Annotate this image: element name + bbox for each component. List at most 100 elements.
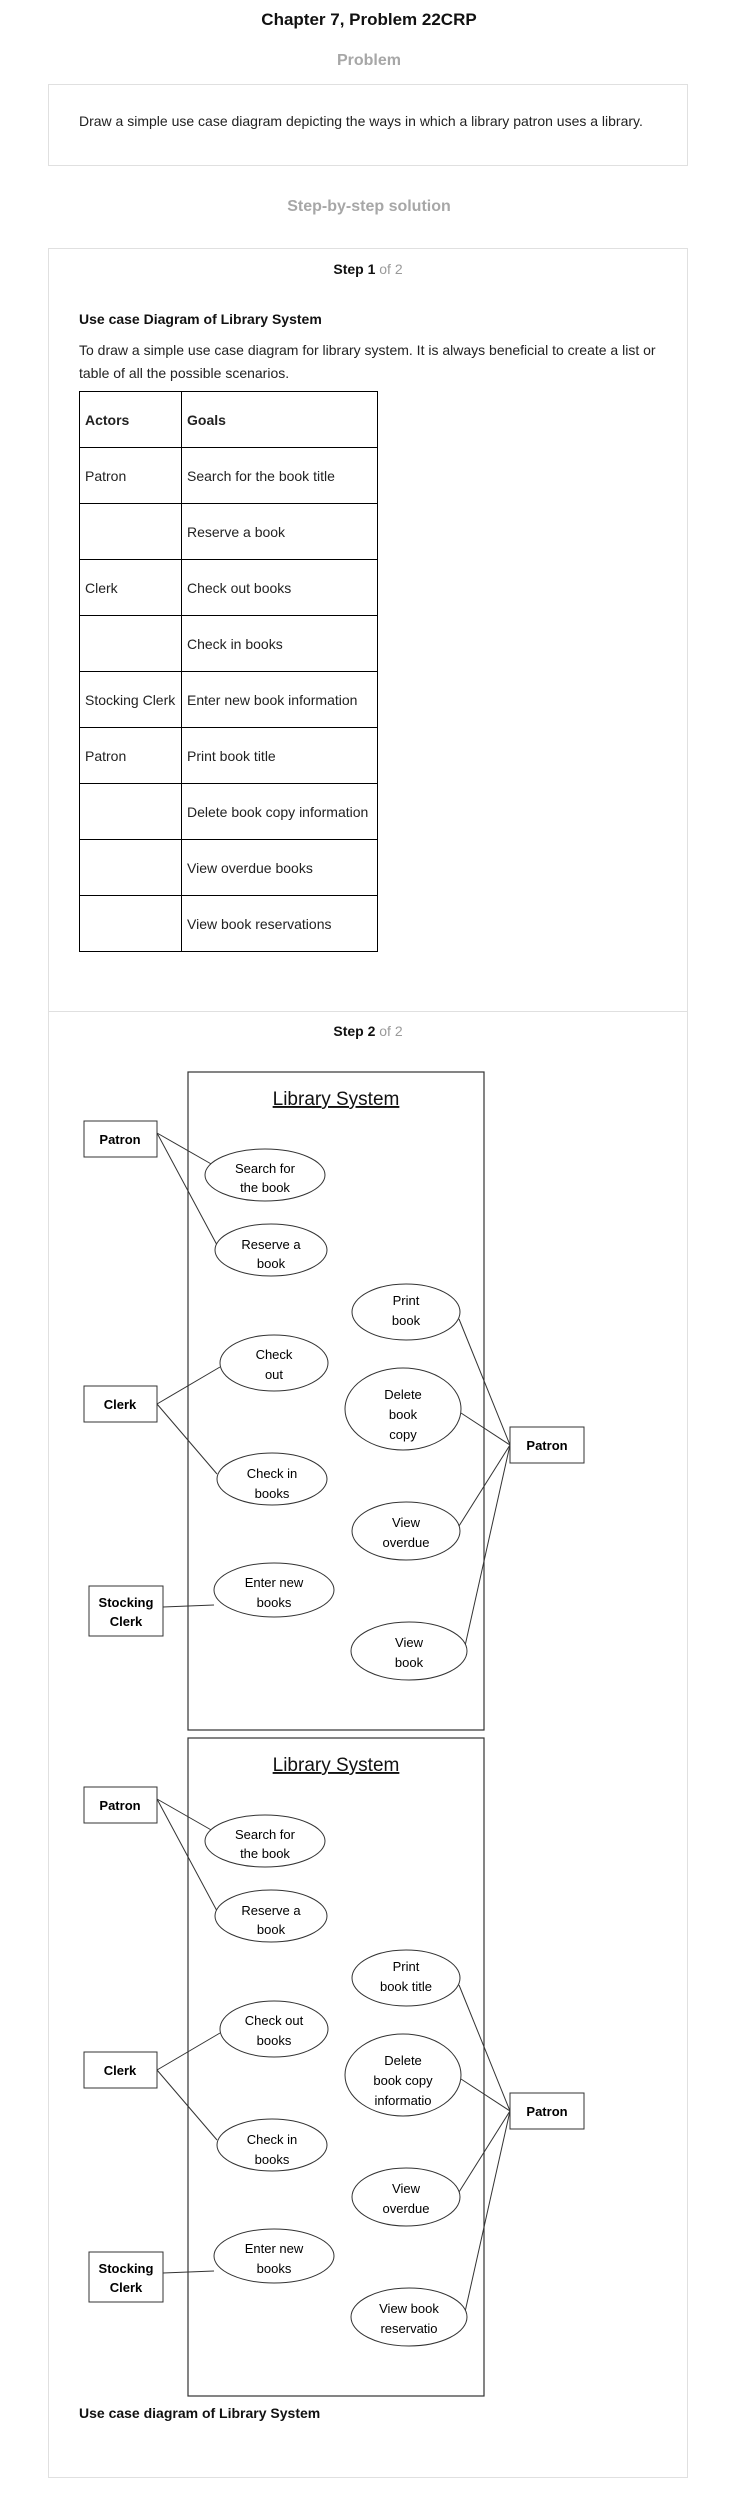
use-case-check-out: Check out	[219, 1334, 329, 1392]
svg-text:copy: copy	[389, 1427, 417, 1442]
svg-text:View: View	[392, 1515, 421, 1530]
actor-clerk: Clerk	[83, 2051, 158, 2089]
actor-label: Clerk	[110, 1614, 143, 1629]
table-row: Delete book copy information	[79, 783, 378, 840]
table-cell-actor: Patron	[79, 727, 182, 784]
table-row: Stocking Clerk Enter new book informatio…	[79, 671, 378, 728]
svg-text:Enter new: Enter new	[245, 1575, 304, 1590]
use-case-search: Search for the book	[204, 1814, 326, 1868]
page-title: Chapter 7, Problem 22CRP	[261, 10, 477, 29]
use-case-check-in: Check in books	[216, 1452, 328, 1506]
association-lines	[156, 1798, 511, 2313]
table-cell-goal: Delete book copy information	[181, 783, 378, 840]
svg-text:View: View	[392, 2181, 421, 2196]
svg-text:book: book	[395, 1655, 424, 1670]
actor-patron-right: Patron	[509, 2092, 585, 2130]
step-1-title: Use case Diagram of Library System	[79, 311, 322, 327]
table-row: Clerk Check out books	[79, 559, 378, 616]
table-cell-actor	[79, 839, 182, 896]
step-1-label: Step 1 of 2	[49, 261, 687, 277]
table-row: View book reservations	[79, 895, 378, 952]
step-2-number: Step 2	[333, 1023, 376, 1039]
system-boundary	[187, 1071, 485, 1731]
table-cell-goal: Check in books	[181, 615, 378, 672]
use-case-search: Search for the book	[204, 1148, 326, 1202]
table-cell-actor	[79, 615, 182, 672]
use-case-view-book-reservations: View book reservatio	[350, 2287, 468, 2347]
step-divider	[49, 1011, 687, 1012]
step-2-of: of 2	[379, 1023, 403, 1039]
table-cell-actor	[79, 503, 182, 560]
svg-text:Search for: Search for	[235, 1827, 296, 1842]
actor-patron-left: Patron	[83, 1786, 158, 1824]
table-header-row: Actors Goals	[79, 391, 378, 448]
svg-text:Delete: Delete	[384, 2053, 422, 2068]
table-row: Patron Search for the book title	[79, 447, 378, 504]
actor-label: Patron	[526, 1438, 567, 1453]
svg-text:Search for: Search for	[235, 1161, 296, 1176]
svg-text:book: book	[389, 1407, 418, 1422]
svg-text:the book: the book	[240, 1180, 290, 1195]
table-cell-goal: Reserve a book	[181, 503, 378, 560]
problem-text: Draw a simple use case diagram depicting…	[79, 113, 643, 129]
svg-text:Check in: Check in	[247, 1466, 298, 1481]
actors-goals-table: Actors Goals Patron Search for the book …	[79, 391, 378, 952]
step-1-number: Step 1	[333, 261, 376, 277]
step-2-label: Step 2 of 2	[49, 1023, 687, 1039]
svg-text:Check out: Check out	[245, 2013, 304, 2028]
svg-text:book: book	[392, 1313, 421, 1328]
use-case-check-in: Check in books	[216, 2118, 328, 2172]
svg-text:Reserve a: Reserve a	[241, 1903, 301, 1918]
diagram-title: Library System	[273, 1089, 400, 1110]
problem-box: Draw a simple use case diagram depicting…	[48, 84, 688, 166]
svg-text:overdue: overdue	[383, 2201, 430, 2216]
table-row: Reserve a book	[79, 503, 378, 560]
table-cell-actor: Patron	[79, 447, 182, 504]
svg-text:Reserve a: Reserve a	[241, 1237, 301, 1252]
table-cell-actor	[79, 895, 182, 952]
svg-text:book: book	[257, 1922, 286, 1937]
table-row: View overdue books	[79, 839, 378, 896]
svg-text:books: books	[257, 2261, 292, 2276]
svg-text:out: out	[265, 1367, 283, 1382]
table-cell-actor: Stocking Clerk	[79, 671, 182, 728]
table-cell-actor: Clerk	[79, 559, 182, 616]
svg-text:the book: the book	[240, 1846, 290, 1861]
use-case-reserve: Reserve a book	[214, 1889, 328, 1943]
actor-stocking-clerk: Stocking Clerk	[88, 1585, 164, 1637]
use-case-enter-new-books: Enter new books	[213, 1562, 335, 1618]
use-case-print-book-title: Print book title	[351, 1949, 461, 2007]
use-case-view-overdue: View overdue	[351, 2167, 461, 2227]
table-cell-goal: View book reservations	[181, 895, 378, 952]
use-case-print-book: Print book	[351, 1283, 461, 1341]
actor-label: Patron	[526, 2104, 567, 2119]
svg-text:overdue: overdue	[383, 1535, 430, 1550]
diagram-title: Library System	[273, 1755, 400, 1776]
actor-clerk: Clerk	[83, 1385, 158, 1423]
svg-text:Enter new: Enter new	[245, 2241, 304, 2256]
actor-label: Clerk	[110, 2280, 143, 2295]
use-case-delete-book-copy: Delete book copy informatio	[344, 2033, 462, 2117]
step-1-of: of 2	[379, 261, 403, 277]
svg-text:View book: View book	[379, 2301, 439, 2316]
svg-text:books: books	[255, 1486, 290, 1501]
table-cell-goal: Search for the book title	[181, 447, 378, 504]
svg-text:Check in: Check in	[247, 2132, 298, 2147]
table-header-actors: Actors	[79, 391, 182, 448]
actor-label: Clerk	[104, 1397, 137, 1412]
use-case-reserve: Reserve a book	[214, 1223, 328, 1277]
svg-text:View: View	[395, 1635, 424, 1650]
svg-text:book title: book title	[380, 1979, 432, 1994]
table-row: Patron Print book title	[79, 727, 378, 784]
association-lines	[156, 1132, 511, 1647]
actor-stocking-clerk: Stocking Clerk	[88, 2251, 164, 2303]
svg-text:book copy: book copy	[373, 2073, 433, 2088]
use-case-check-out: Check out books	[219, 2000, 329, 2058]
actor-patron-right: Patron	[509, 1426, 585, 1464]
svg-text:informatio: informatio	[374, 2093, 431, 2108]
svg-text:Print: Print	[393, 1959, 420, 1974]
solution-box: Step 1 of 2 Use case Diagram of Library …	[48, 248, 688, 2478]
table-cell-goal: Print book title	[181, 727, 378, 784]
actor-label: Patron	[99, 1132, 140, 1147]
system-boundary	[187, 1737, 485, 2397]
